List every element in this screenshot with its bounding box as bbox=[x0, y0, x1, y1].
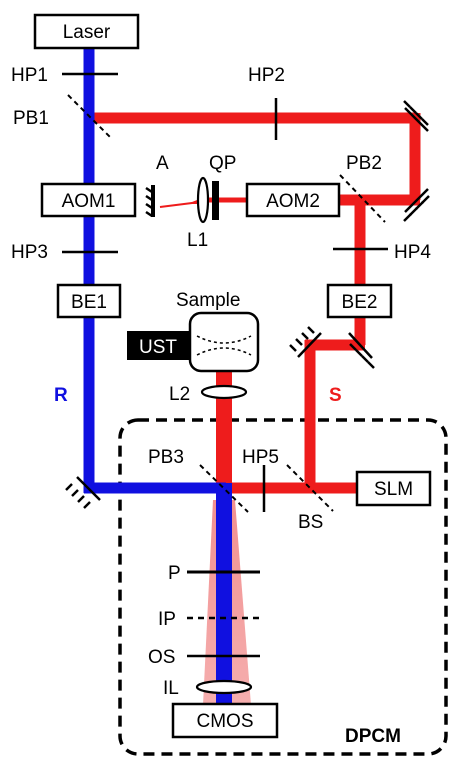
wave-plates bbox=[62, 72, 388, 658]
bs-splitter bbox=[286, 464, 334, 512]
dpcm-label: DPCM bbox=[345, 726, 401, 747]
l1-lens bbox=[196, 176, 210, 224]
slm-box: SLM bbox=[355, 470, 432, 507]
os-label: OS bbox=[148, 647, 175, 668]
cmos-box: CMOS bbox=[171, 702, 279, 739]
mirror-s-left bbox=[289, 326, 322, 358]
hp4-label: HP4 bbox=[394, 242, 431, 263]
hp3-label: HP3 bbox=[11, 242, 48, 263]
pb1-label: PB1 bbox=[13, 108, 49, 129]
mirror-right-lower bbox=[403, 188, 430, 222]
l2-label: L2 bbox=[169, 384, 190, 405]
s-beam-label: S bbox=[329, 385, 342, 406]
mirror-s-upper bbox=[348, 332, 375, 369]
mirror-top-right bbox=[403, 100, 429, 132]
cmos-label: CMOS bbox=[197, 711, 254, 732]
dpcm-enclosure bbox=[118, 418, 448, 756]
hp1-label: HP1 bbox=[11, 65, 48, 86]
slm-label: SLM bbox=[374, 479, 413, 500]
hp2-label: HP2 bbox=[248, 65, 285, 86]
signal-beam-taper bbox=[159, 198, 201, 208]
l2-lens bbox=[200, 384, 248, 400]
laser-box: Laser bbox=[33, 13, 140, 50]
aom1-label: AOM1 bbox=[62, 191, 116, 212]
p-label: P bbox=[168, 563, 181, 584]
ip-label: IP bbox=[158, 609, 176, 630]
pb1-splitter bbox=[67, 94, 111, 138]
hp5-label: HP5 bbox=[242, 447, 279, 468]
pb3-label: PB3 bbox=[148, 447, 184, 468]
be1-label: BE1 bbox=[71, 292, 107, 313]
ust-box: UST bbox=[127, 331, 189, 360]
sample-cell bbox=[188, 311, 260, 373]
r-beam-label: R bbox=[54, 385, 68, 406]
bs-label: BS bbox=[298, 512, 323, 533]
pb3-splitter bbox=[199, 464, 249, 513]
a-label: A bbox=[156, 153, 169, 174]
reference-beam-path bbox=[83, 47, 232, 712]
be2-label: BE2 bbox=[342, 292, 378, 313]
aom2-label: AOM2 bbox=[266, 191, 320, 212]
laser-label: Laser bbox=[63, 22, 111, 43]
ust-label: UST bbox=[139, 337, 177, 358]
qp-label: QP bbox=[209, 153, 236, 174]
mirror-r-bottom bbox=[65, 476, 101, 509]
pb2-splitter bbox=[339, 174, 386, 223]
mirror-aperture-a bbox=[145, 185, 155, 218]
mirrors bbox=[65, 100, 430, 509]
l1-label: L1 bbox=[187, 230, 208, 251]
qp-plate bbox=[212, 181, 219, 220]
be1-box: BE1 bbox=[56, 283, 122, 319]
pb2-label: PB2 bbox=[346, 153, 382, 174]
aom1-box: AOM1 bbox=[40, 182, 137, 218]
il-label: IL bbox=[163, 678, 179, 699]
aom2-box: AOM2 bbox=[245, 182, 341, 218]
sample-label: Sample bbox=[176, 290, 240, 311]
be2-box: BE2 bbox=[326, 283, 393, 319]
beam-splitters bbox=[67, 94, 386, 513]
il-lens bbox=[195, 679, 253, 695]
